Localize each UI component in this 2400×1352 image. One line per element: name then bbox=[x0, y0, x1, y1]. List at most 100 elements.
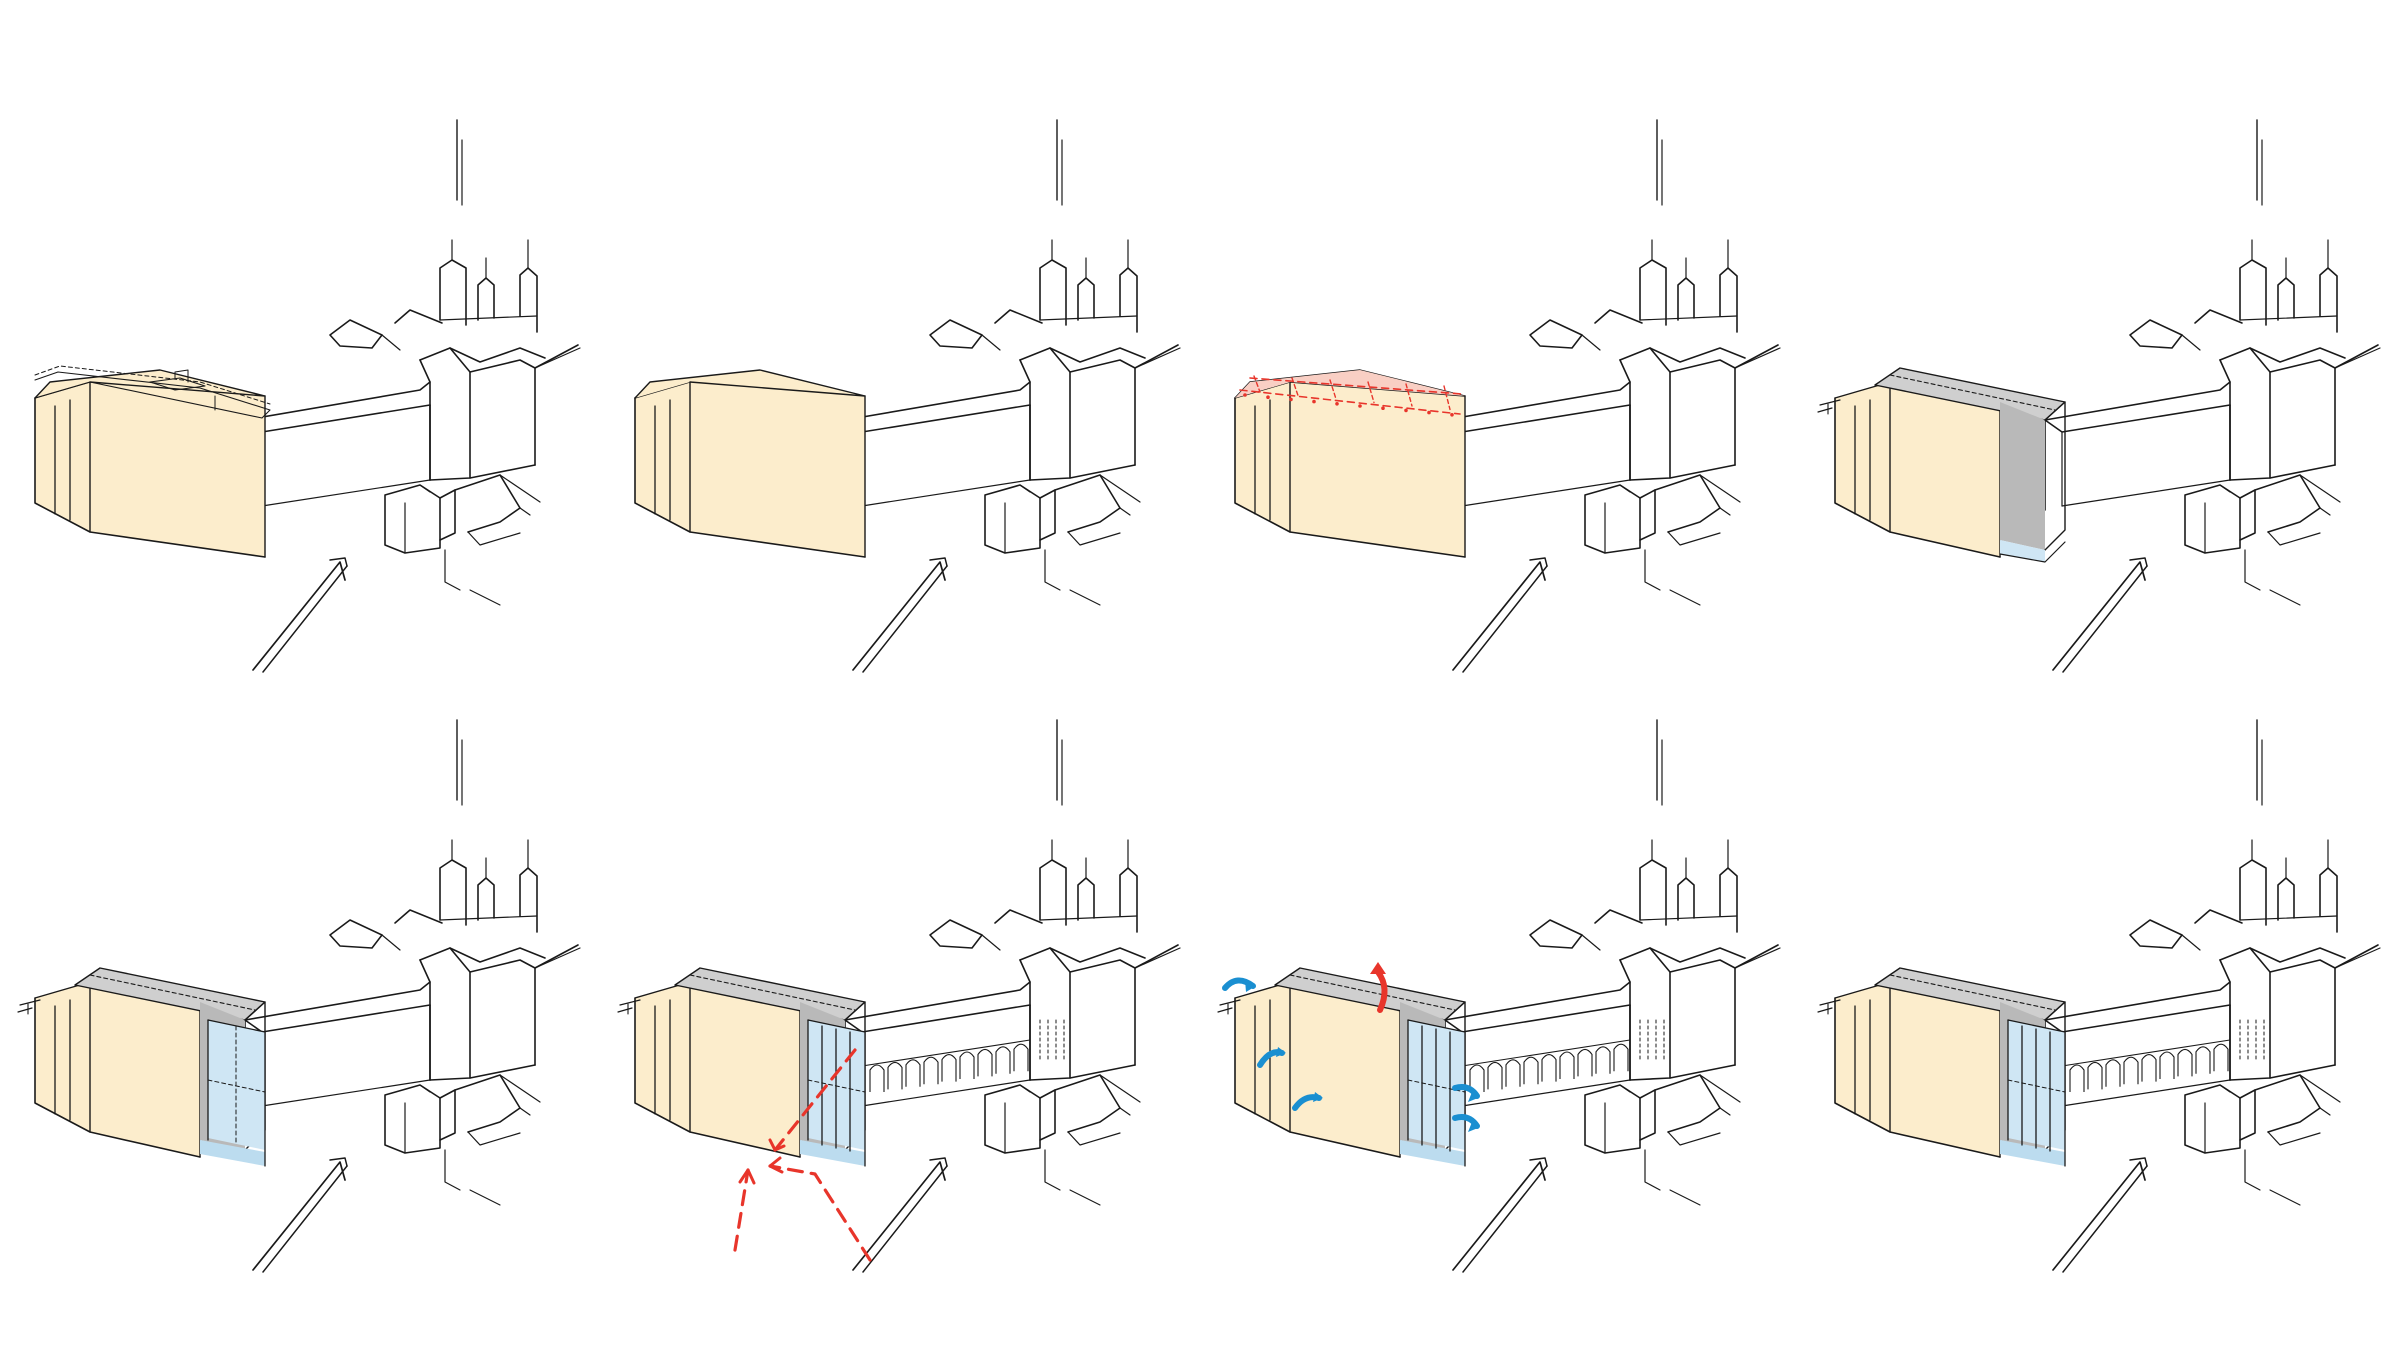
panel-layers bbox=[1217, 719, 1781, 1273]
arcade-bay bbox=[1013, 1043, 1029, 1072]
arcade-bay bbox=[1523, 1056, 1539, 1085]
arcade-bay bbox=[977, 1048, 993, 1077]
foreground-houses bbox=[984, 1074, 1141, 1191]
roof-node bbox=[1312, 399, 1316, 404]
panel-sketch-roof-structure bbox=[1234, 119, 1781, 673]
street-arrow-icon bbox=[1452, 557, 1548, 673]
street-arrow-icon bbox=[852, 1157, 948, 1273]
existing-wing bbox=[655, 400, 670, 520]
arcade-bay bbox=[1613, 1043, 1629, 1072]
access-arrowhead-icon bbox=[768, 1156, 784, 1174]
arcade-bay bbox=[869, 1064, 885, 1092]
glazing-strip bbox=[2000, 540, 2045, 562]
arcade-bay bbox=[1559, 1051, 1575, 1079]
glazing bbox=[800, 1019, 866, 1167]
diagram-panel-1 bbox=[0, 119, 600, 720]
panel-layers bbox=[634, 119, 1181, 673]
glazing bbox=[2000, 1019, 2066, 1167]
roof-outline bbox=[34, 365, 271, 419]
new-roof-volume bbox=[1817, 367, 2066, 551]
diagram-panel-6 bbox=[600, 719, 1200, 1320]
existing-facade bbox=[90, 382, 265, 557]
context-sketch bbox=[2044, 719, 2381, 1273]
street-arrow-icon bbox=[852, 557, 948, 673]
diagram-panel-7 bbox=[1200, 719, 1800, 1320]
arcade-bay bbox=[1577, 1048, 1593, 1077]
foreground-houses bbox=[1584, 1074, 1741, 1191]
new-roof-top bbox=[1875, 368, 2065, 420]
church-towers bbox=[1039, 719, 1138, 933]
roof-node bbox=[1450, 413, 1454, 417]
street-arrow-icon bbox=[1452, 1157, 1548, 1273]
hot-air-arrow-icon bbox=[1375, 969, 1388, 1013]
panel-layers bbox=[617, 719, 1181, 1273]
new-end-wall bbox=[2000, 402, 2045, 550]
arcade-bay bbox=[2177, 1048, 2193, 1077]
church-towers bbox=[439, 719, 538, 933]
corner-building bbox=[419, 944, 579, 1081]
roof-node bbox=[1335, 402, 1339, 406]
arcade-bay bbox=[2123, 1056, 2139, 1085]
existing-facade bbox=[1890, 382, 2000, 557]
church-gable bbox=[329, 909, 443, 951]
corner-building bbox=[419, 344, 579, 481]
context-sketch bbox=[1444, 119, 1781, 673]
church-gable bbox=[2129, 909, 2243, 951]
foreground-houses bbox=[384, 1074, 541, 1191]
existing-wing bbox=[655, 1000, 670, 1120]
airflow-arrows bbox=[1222, 962, 1480, 1132]
street-arrow-icon bbox=[252, 557, 348, 673]
arcade-bay bbox=[995, 1046, 1011, 1074]
airflow-arrowhead-icon bbox=[1370, 962, 1386, 974]
panel-sketch-existing-building bbox=[634, 119, 1181, 673]
arcade-bay bbox=[959, 1051, 975, 1079]
arcade-bay bbox=[941, 1054, 957, 1082]
existing-building bbox=[1234, 369, 1466, 558]
street-arrow-icon bbox=[2052, 557, 2148, 673]
glazing-base bbox=[2000, 1140, 2065, 1166]
foreground-houses bbox=[384, 474, 541, 591]
existing-wing bbox=[1255, 400, 1270, 520]
church-gable bbox=[329, 309, 443, 351]
existing-building bbox=[634, 981, 801, 1158]
arcade-bay bbox=[2087, 1061, 2103, 1090]
foreground-houses bbox=[984, 474, 1141, 591]
diagram-panel-8 bbox=[1800, 719, 2400, 1320]
panel-sketch-glazed-extension bbox=[17, 719, 581, 1273]
arcade-bay bbox=[923, 1056, 939, 1085]
church-towers bbox=[439, 119, 538, 333]
glazing-base bbox=[800, 1140, 865, 1166]
existing-wing bbox=[1855, 1000, 1870, 1120]
context-sketch bbox=[244, 719, 581, 1273]
diagram-panel-2 bbox=[600, 119, 1200, 720]
roof-node bbox=[1358, 404, 1362, 408]
airflow-arrowhead-icon bbox=[1468, 1122, 1478, 1132]
church-towers bbox=[2239, 119, 2338, 333]
arcade-bay bbox=[905, 1059, 921, 1087]
corner-building bbox=[1019, 944, 1179, 1081]
street-arrow-icon bbox=[252, 1157, 348, 1273]
arcade-bay bbox=[1541, 1054, 1557, 1082]
glazing-base bbox=[1400, 1140, 1465, 1166]
arcade-bay bbox=[1505, 1059, 1521, 1087]
panel-sketch-final-scheme bbox=[1817, 719, 2381, 1273]
airflow-arrowhead-icon bbox=[1313, 1092, 1323, 1102]
panel-layers bbox=[1817, 119, 2381, 673]
access-arrowhead-icon bbox=[768, 1138, 786, 1152]
existing-facade bbox=[690, 382, 865, 557]
diagram-panel-4 bbox=[1800, 119, 2400, 720]
church-gable bbox=[1529, 909, 1643, 951]
diagram-panel-5 bbox=[0, 719, 600, 1320]
existing-wing bbox=[1855, 400, 1870, 520]
corner-building bbox=[1619, 944, 1779, 1081]
church-towers bbox=[1639, 719, 1738, 933]
new-roof-top bbox=[675, 968, 865, 1020]
roof-node bbox=[1404, 408, 1408, 413]
church-gable bbox=[929, 309, 1043, 351]
roof-node bbox=[1427, 410, 1431, 415]
existing-facade bbox=[1290, 382, 1465, 557]
arcade-bay bbox=[1487, 1061, 1503, 1090]
roof-structure bbox=[1235, 370, 1465, 417]
corner-building bbox=[2219, 944, 2379, 1081]
